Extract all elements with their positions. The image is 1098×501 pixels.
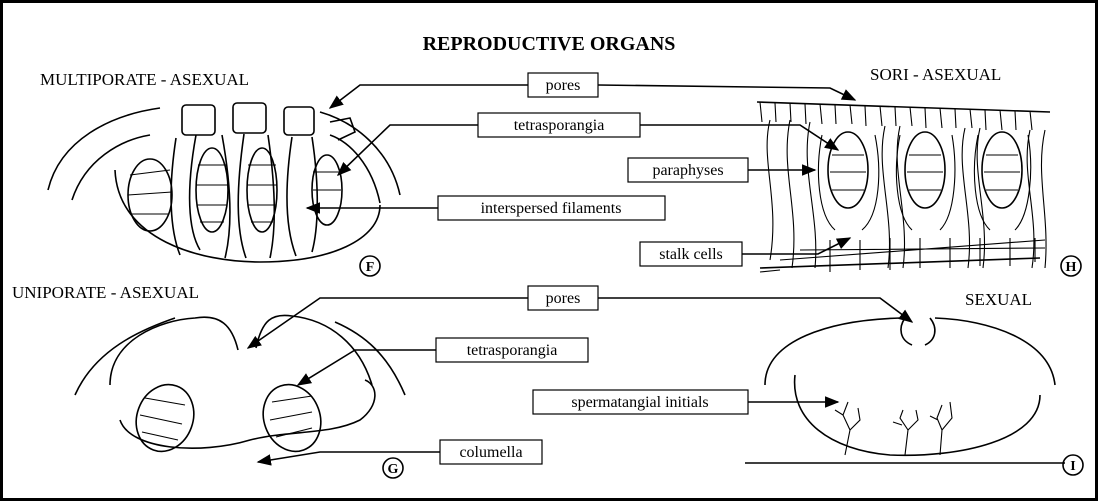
svg-text:F: F xyxy=(366,260,375,275)
letter-g-marker: G xyxy=(383,458,403,478)
label-columella: columella xyxy=(440,440,542,464)
arrow-stalk-cells xyxy=(742,238,850,254)
svg-text:tetrasporangia: tetrasporangia xyxy=(467,342,558,359)
heading-uniporate: UNIPORATE - ASEXUAL xyxy=(12,283,199,302)
svg-text:spermatangial initials: spermatangial initials xyxy=(571,394,708,411)
svg-text:interspersed filaments: interspersed filaments xyxy=(481,200,622,217)
multiporate-structure xyxy=(48,103,400,262)
letter-f-marker: F xyxy=(360,256,380,276)
label-interspersed-filaments: interspersed filaments xyxy=(438,196,665,220)
diagram-title: REPRODUCTIVE ORGANS xyxy=(423,33,676,55)
label-paraphyses: paraphyses xyxy=(628,158,748,182)
svg-text:stalk cells: stalk cells xyxy=(659,246,723,263)
arrow-pores-top-right xyxy=(598,85,855,100)
label-tetrasporangia-bottom: tetrasporangia xyxy=(436,338,588,362)
heading-sori: SORI - ASEXUAL xyxy=(870,65,1001,84)
heading-multiporate: MULTIPORATE - ASEXUAL xyxy=(40,70,249,89)
letter-h-marker: H xyxy=(1061,256,1081,276)
svg-text:G: G xyxy=(388,462,399,477)
label-spermatangial-initials: spermatangial initials xyxy=(533,390,748,414)
label-tetrasporangia-top: tetrasporangia xyxy=(478,113,640,137)
arrow-pores-top-left xyxy=(330,85,528,108)
svg-text:H: H xyxy=(1066,260,1077,275)
svg-text:tetrasporangia: tetrasporangia xyxy=(514,117,605,134)
svg-text:columella: columella xyxy=(459,444,522,461)
heading-sexual: SEXUAL xyxy=(965,290,1032,309)
svg-text:paraphyses: paraphyses xyxy=(652,162,723,179)
label-pores-bottom: pores xyxy=(528,286,598,310)
letter-i-marker: I xyxy=(1063,455,1083,475)
svg-text:I: I xyxy=(1070,459,1075,474)
svg-text:pores: pores xyxy=(546,77,581,94)
uniporate-structure xyxy=(75,315,405,459)
label-stalk-cells: stalk cells xyxy=(640,242,742,266)
label-pores-top: pores xyxy=(528,73,598,97)
arrow-tetrasporangia-bottom xyxy=(298,350,436,385)
arrow-columella xyxy=(258,452,440,462)
sexual-structure xyxy=(745,318,1065,463)
arrow-tetrasporangia-top-left xyxy=(338,125,478,175)
arrow-pores-bottom-right xyxy=(598,298,912,322)
svg-text:pores: pores xyxy=(546,290,581,307)
sori-structure xyxy=(757,102,1050,272)
